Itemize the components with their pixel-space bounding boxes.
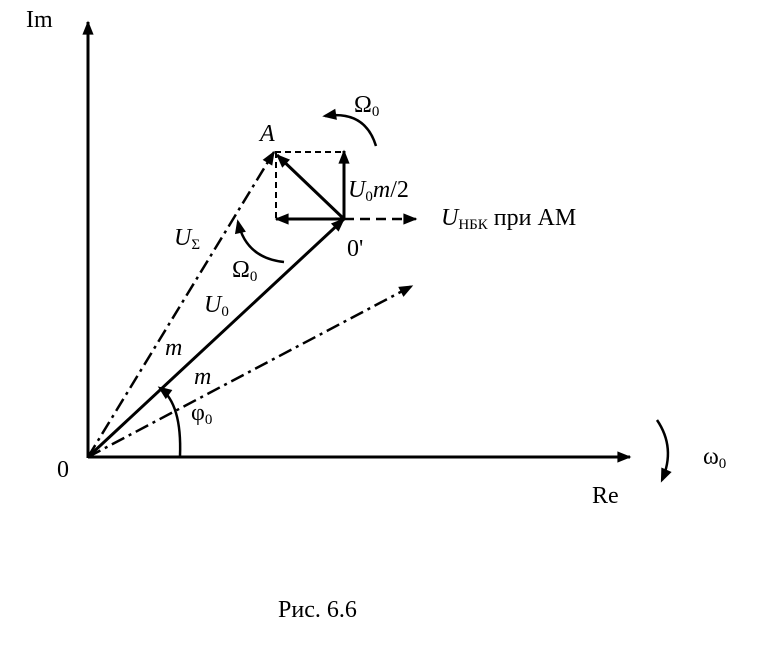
u0-label: U0 — [204, 292, 229, 320]
u0m2-label: U0m/2 — [348, 177, 409, 205]
lower-dashdot-vector — [87, 284, 414, 459]
u0-vector — [86, 217, 346, 459]
point-a-label: A — [258, 121, 275, 147]
omega-top-arrow — [322, 108, 378, 147]
re-label: Re — [592, 483, 619, 509]
phi-arc-arrow — [157, 386, 182, 457]
origin-label: 0 — [57, 457, 69, 483]
point-o-prime-label: 0' — [347, 236, 363, 262]
omega-right-label: ω0 — [703, 444, 726, 472]
u-sigma-label: UΣ — [174, 225, 200, 253]
m-lower-label: m — [194, 364, 211, 390]
omega-mid-arrow — [234, 219, 285, 264]
m-upper-label: m — [165, 335, 182, 361]
sideband-sum-vector — [275, 153, 346, 221]
omega-top-label: Ω0 — [354, 92, 379, 120]
phi-label: φ0 — [191, 400, 212, 428]
omega-mid-label: Ω0 — [232, 257, 257, 285]
im-label: Im — [26, 7, 53, 33]
u-sigma-vector — [86, 150, 276, 458]
figure-caption: Рис. 6.6 — [278, 597, 357, 623]
unbk-label: UНБК при АМ — [441, 205, 576, 233]
omega-right-arrow — [655, 419, 672, 483]
